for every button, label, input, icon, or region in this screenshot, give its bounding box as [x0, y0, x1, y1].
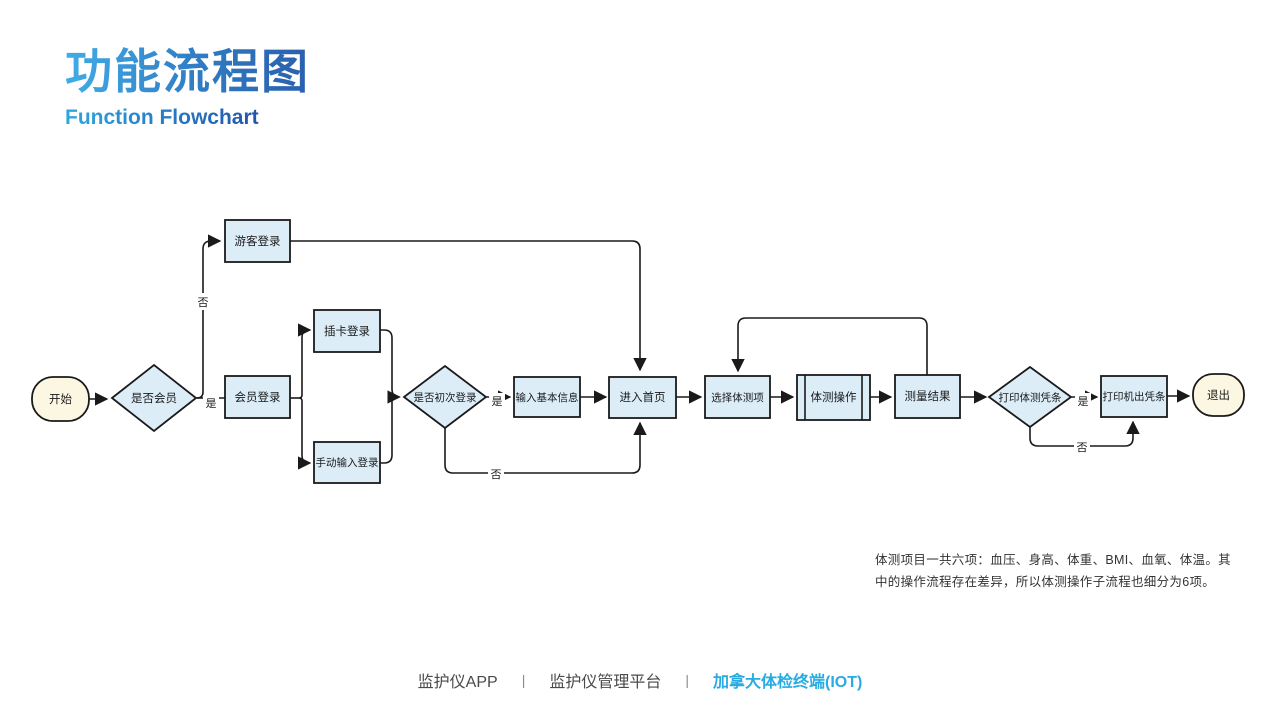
- connector-firstlogin-no-to-home: [444, 421, 647, 474]
- node-select-item: 选择体测项: [704, 375, 771, 419]
- yes-label-ismember: 是: [206, 397, 217, 410]
- note-line-2: 中的操作流程存在差异，所以体测操作子流程也细分为6项。: [875, 575, 1216, 589]
- node-start: 开始: [31, 376, 90, 422]
- manual-login-label: 手动输入登录: [316, 456, 379, 469]
- footer-nav: 监护仪APP | 监护仪管理平台 | 加拿大体检终端(IOT): [0, 668, 1280, 692]
- first-login-label: 是否初次登录: [414, 391, 477, 404]
- no-label-bg-2: [488, 465, 504, 481]
- enter-info-label: 输入基本信息: [516, 391, 579, 404]
- no-label-ismember: 否: [198, 297, 209, 309]
- guest-login-label: 游客登录: [235, 234, 281, 248]
- test-operation-shape: [796, 374, 871, 421]
- footer-separator-2: |: [685, 672, 689, 688]
- branch-labels: 否 是 是 否 是 否: [195, 293, 1091, 481]
- enter-info-shape: [513, 376, 581, 418]
- no-label-bg-1: [195, 293, 211, 310]
- no-label-bg-3: [1074, 438, 1090, 454]
- card-login-shape: [313, 309, 381, 353]
- node-test-operation: 体测操作: [796, 374, 871, 421]
- page-header: 功能流程图 Function Flowchart: [65, 46, 310, 130]
- print-receipt-label: 打印体测凭条: [999, 391, 1062, 404]
- footer-separator-1: |: [521, 672, 526, 688]
- node-is-member: 是否会员: [110, 363, 198, 433]
- yes-label-bg-1: [203, 395, 219, 410]
- page-subtitle: Function Flowchart: [65, 106, 310, 130]
- yes-label-bg-2: [489, 393, 505, 408]
- node-guest-login: 游客登录: [224, 219, 291, 263]
- member-login-shape: [224, 375, 291, 419]
- manual-login-shape: [313, 441, 381, 484]
- node-exit: 退出: [1192, 373, 1245, 417]
- node-home: 进入首页: [608, 376, 677, 419]
- node-first-login: 是否初次登录: [402, 364, 488, 430]
- yes-label-printreceipt: 是: [1078, 395, 1089, 408]
- footer-item-monitor-app[interactable]: 监护仪APP: [417, 674, 498, 691]
- is-member-diamond-shape: [110, 363, 198, 433]
- card-login-label: 插卡登录: [324, 324, 370, 338]
- connector-result-loop-to-selectitem: [731, 317, 928, 375]
- page-title: 功能流程图: [65, 45, 310, 98]
- connector-ismember-no-to-guestlogin: [196, 234, 222, 399]
- node-result: 测量结果: [894, 374, 961, 419]
- guest-login-shape: [224, 219, 291, 263]
- connectors: [89, 234, 1191, 474]
- connector-branch-to-manuallogin: [297, 397, 312, 470]
- connector-manuallogin-merge: [380, 399, 393, 464]
- printer-out-shape: [1100, 375, 1168, 418]
- test-operation-label: 体测操作: [811, 390, 857, 404]
- exit-label: 退出: [1207, 388, 1230, 402]
- select-item-label: 选择体测项: [711, 391, 764, 404]
- select-item-shape: [704, 375, 771, 419]
- note-line-1: 体测项目一共六项：血压、身高、体重、BMI、血氧、体温。其: [875, 553, 1231, 567]
- connector-branch-to-cardlogin: [297, 323, 312, 399]
- connector-guestlogin-to-home: [290, 240, 647, 372]
- exit-terminal-shape: [1192, 373, 1245, 417]
- start-terminal-shape: [31, 376, 90, 422]
- node-card-login: 插卡登录: [313, 309, 381, 353]
- connector-cardlogin-to-firstlogin: [380, 329, 401, 404]
- printer-out-label: 打印机出凭条: [1103, 390, 1166, 403]
- home-label: 进入首页: [620, 390, 666, 404]
- node-printer-out: 打印机出凭条: [1100, 375, 1168, 418]
- no-label-printreceipt: 否: [1077, 442, 1088, 454]
- note-text: 体测项目一共六项：血压、身高、体重、BMI、血氧、体温。其 中的操作流程存在差异…: [875, 549, 1231, 593]
- no-label-firstlogin: 否: [491, 469, 502, 481]
- first-login-diamond-shape: [402, 364, 488, 430]
- yes-label-bg-3: [1075, 393, 1091, 408]
- home-shape: [608, 376, 677, 419]
- is-member-label: 是否会员: [131, 392, 177, 405]
- print-receipt-diamond-shape: [987, 365, 1073, 429]
- result-label: 测量结果: [905, 390, 951, 403]
- node-print-receipt: 打印体测凭条: [987, 365, 1073, 429]
- node-member-login: 会员登录: [224, 375, 291, 419]
- node-enter-info: 输入基本信息: [513, 376, 581, 418]
- node-manual-login: 手动输入登录: [313, 441, 381, 484]
- result-shape: [894, 374, 961, 419]
- yes-label-firstlogin: 是: [492, 395, 503, 408]
- member-login-label: 会员登录: [235, 390, 281, 404]
- start-label: 开始: [49, 392, 72, 406]
- footer-item-monitor-platform[interactable]: 监护仪管理平台: [549, 674, 662, 691]
- footer-item-canada-iot-active[interactable]: 加拿大体检终端(IOT): [713, 674, 863, 691]
